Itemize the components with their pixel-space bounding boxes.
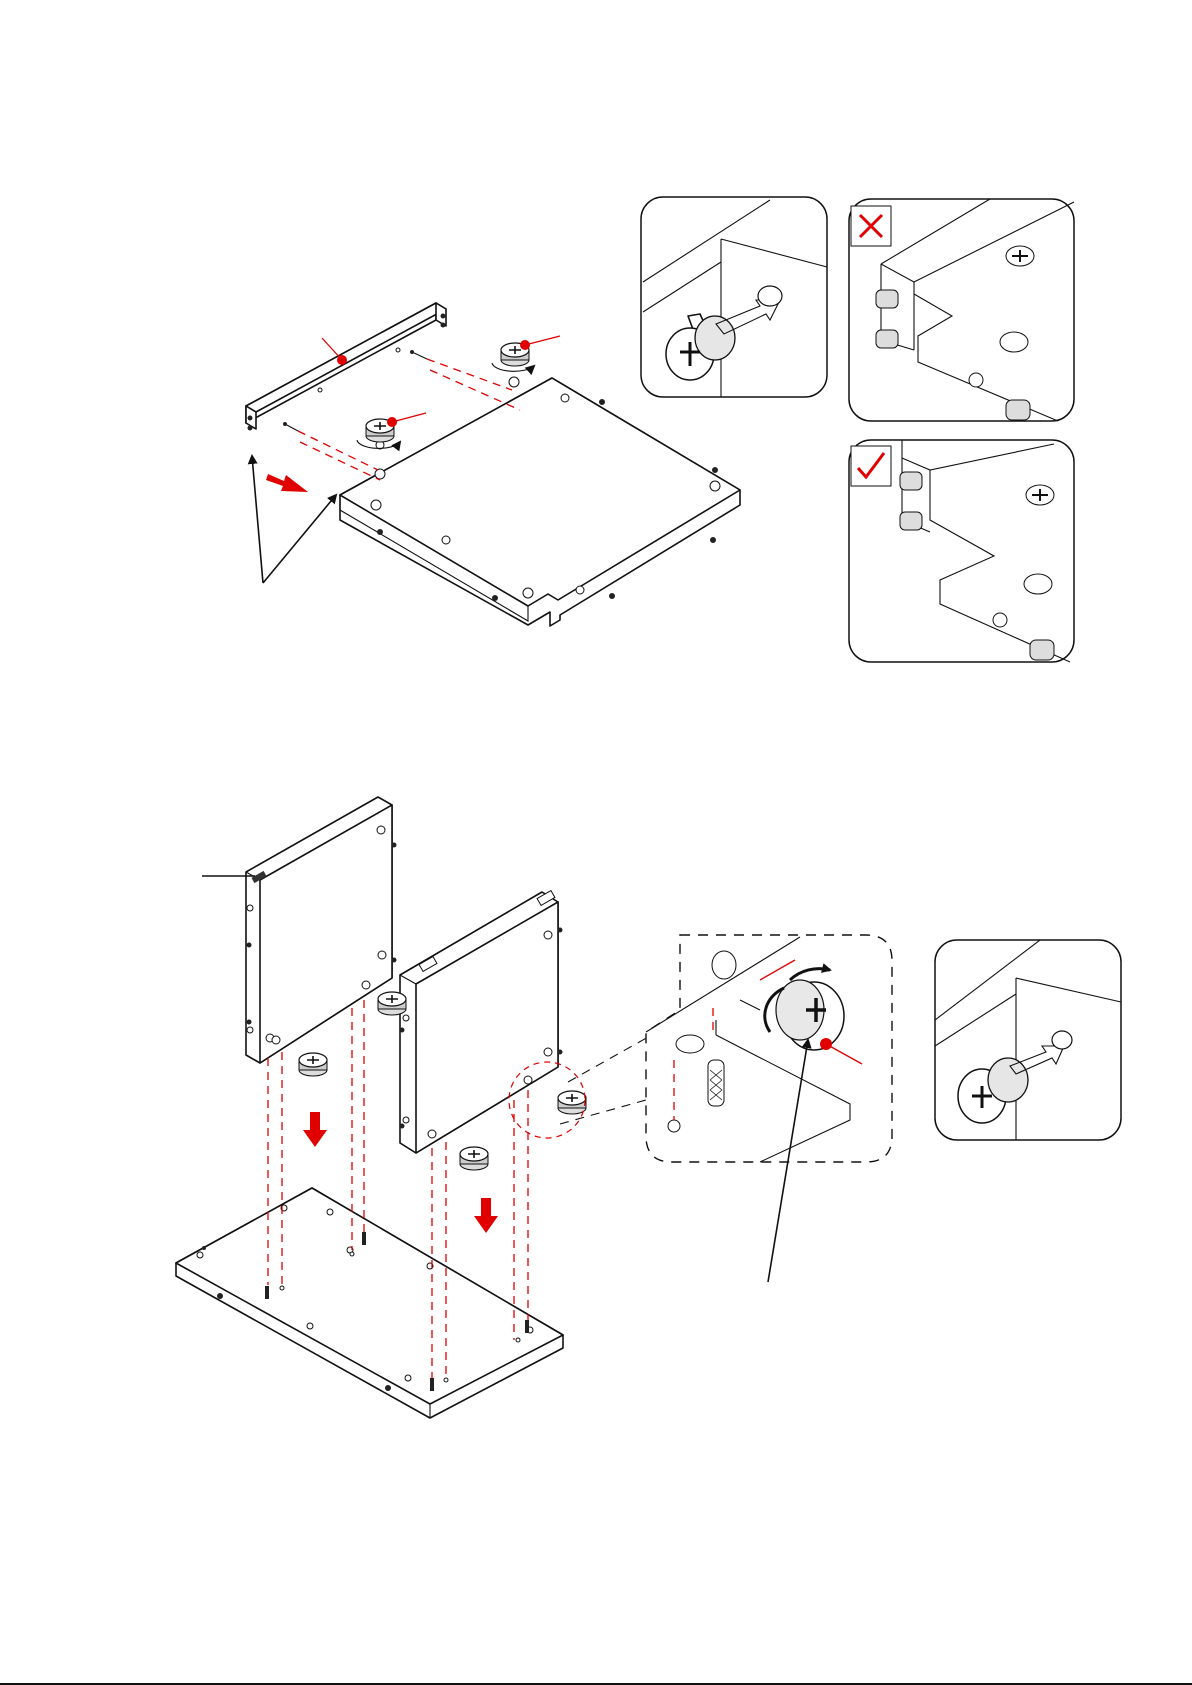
arrow-down-icon [303,1112,327,1147]
base-panel [340,377,740,626]
cam-lock-icon [460,1147,488,1170]
right-side-panel [400,891,563,1153]
cam-lock-icon [378,992,406,1015]
check-icon [851,446,891,486]
arrow-right-icon [266,474,308,492]
dowel-icon [708,1060,724,1106]
left-side-panel [246,797,397,1063]
correct-orientation [849,440,1074,662]
cam-lock-zoom [646,935,892,1162]
cam-lock-icon [558,1091,586,1114]
wrong-orientation [849,199,1074,421]
cam-lock-icon [299,1053,327,1076]
cam-insert-detail-2 [935,940,1121,1140]
cross-icon [851,206,891,246]
bottom-board [176,1188,563,1418]
rail-panel [246,303,446,431]
arrow-down-icon [474,1198,498,1233]
cam-insert-detail [641,197,827,397]
step-bottom [176,797,650,1418]
